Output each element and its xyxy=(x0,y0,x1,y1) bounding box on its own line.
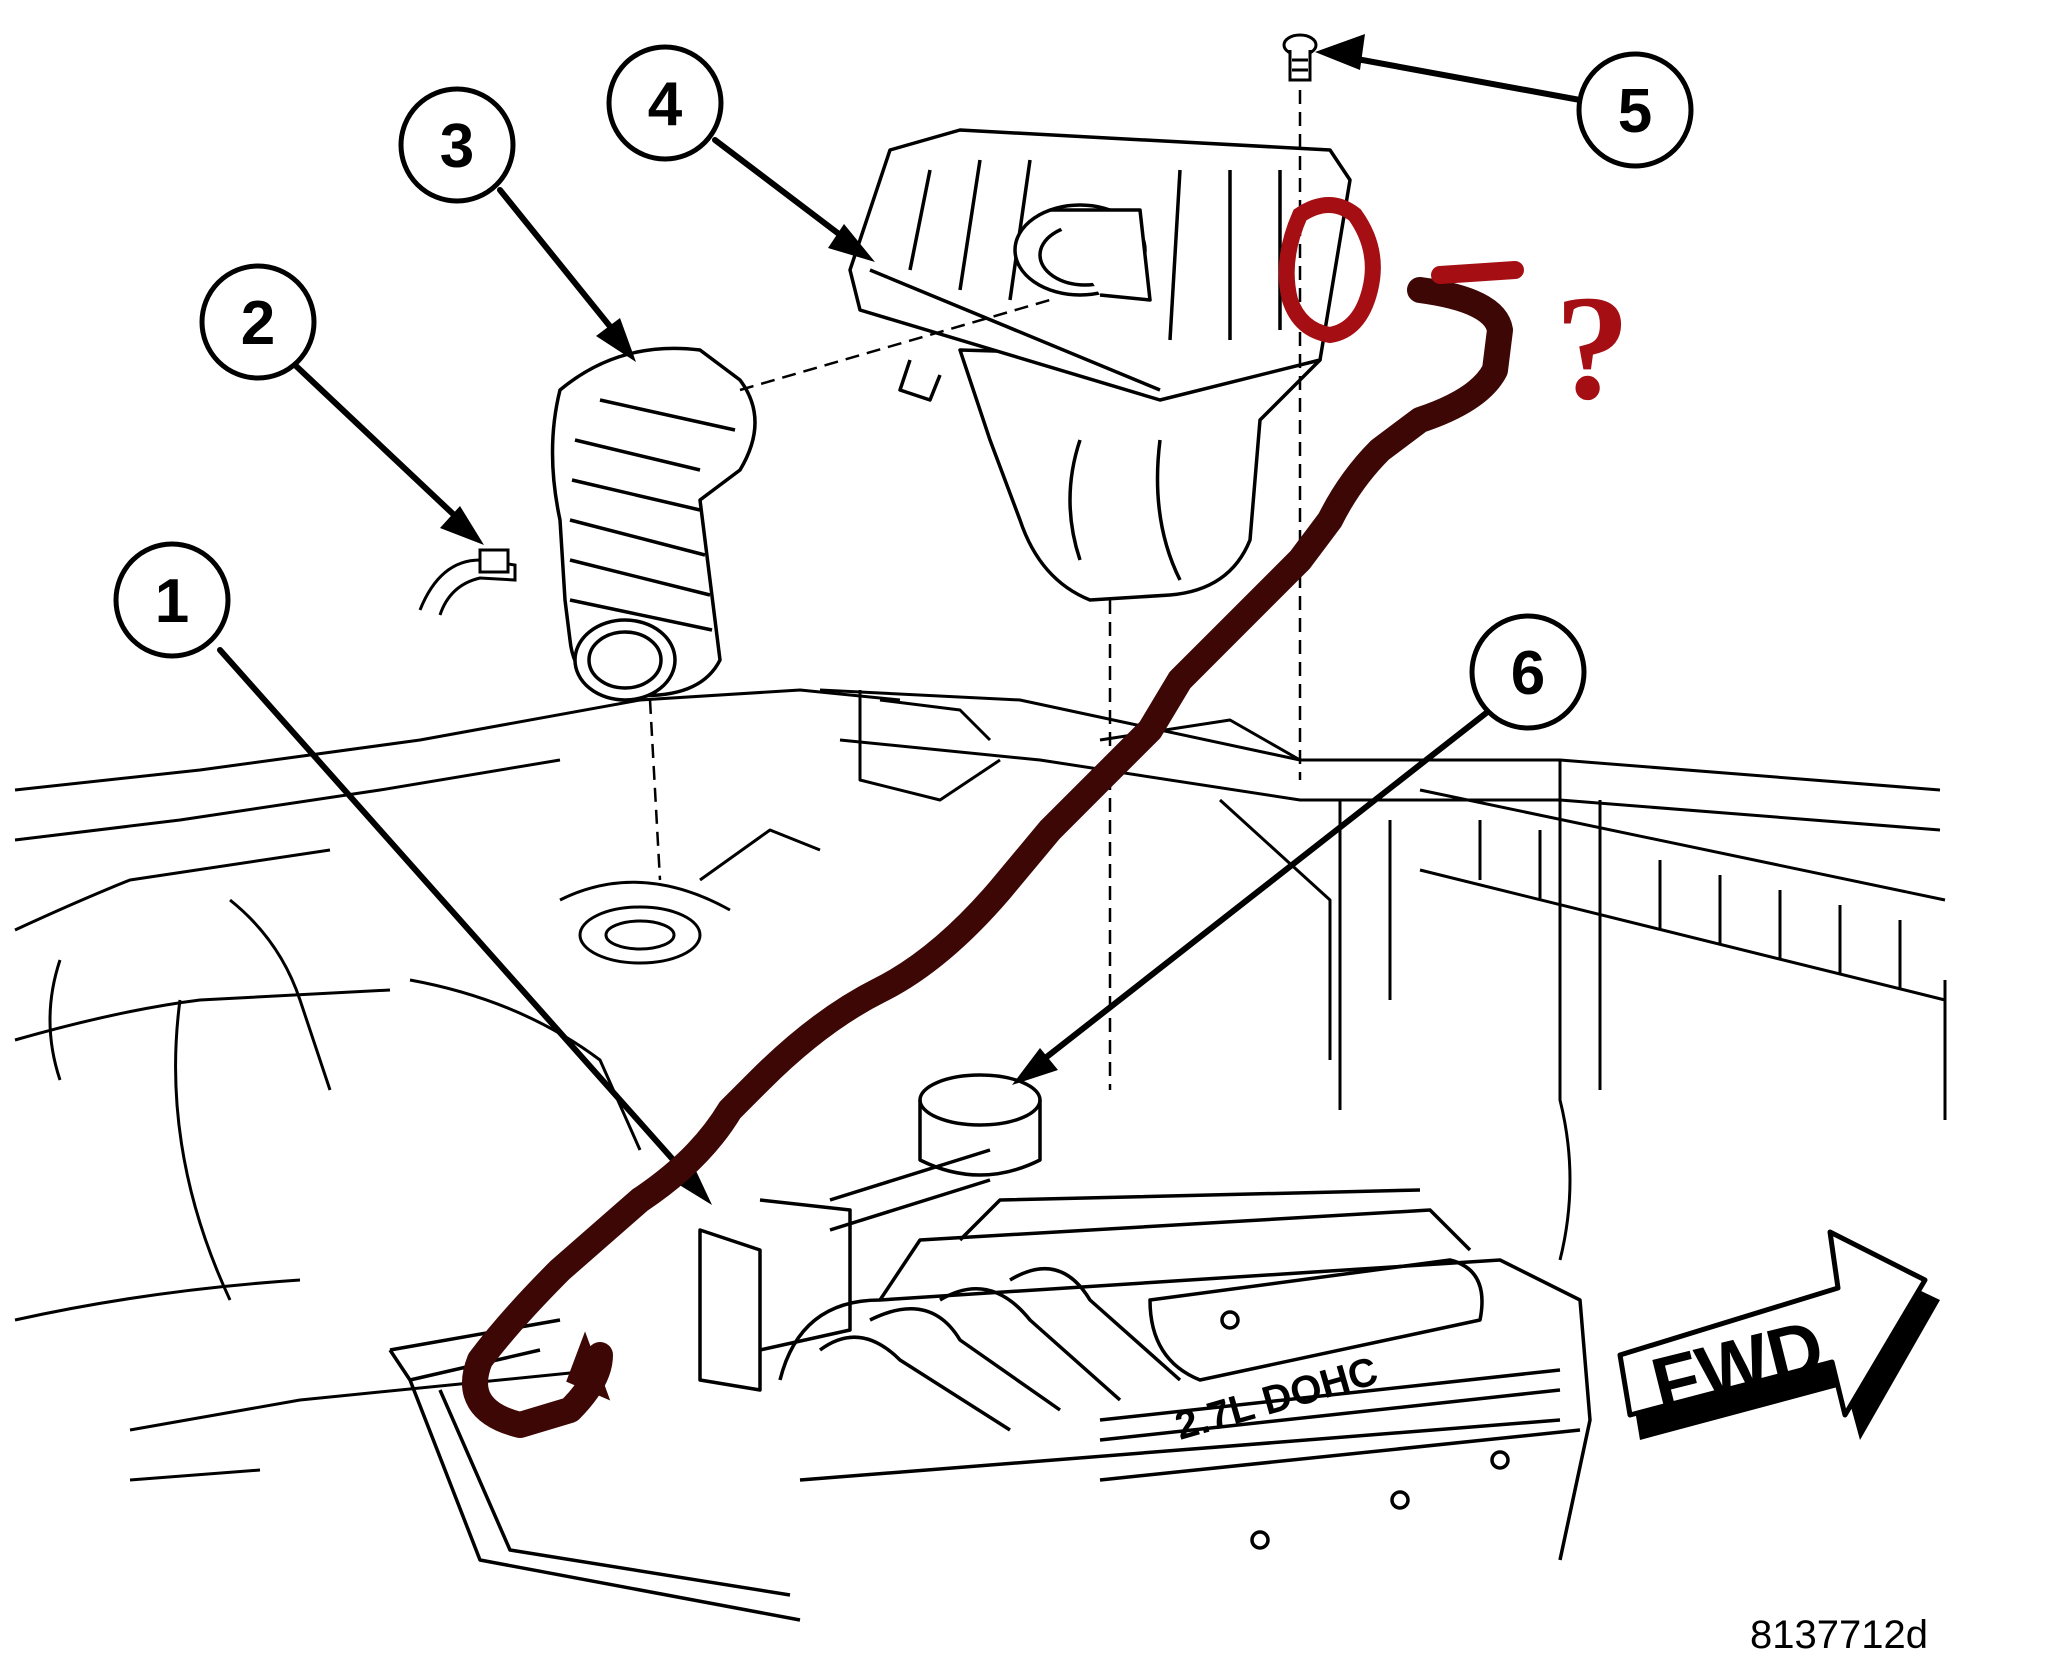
front-support-ribs xyxy=(1419,788,1947,1120)
leader-1 xyxy=(217,647,703,1193)
drawn-circle-mark xyxy=(1278,197,1381,344)
arrowhead-2 xyxy=(440,506,484,545)
leader-3 xyxy=(497,187,628,348)
arrowhead-6 xyxy=(1012,1048,1058,1085)
callout-label-3: 3 xyxy=(440,112,474,181)
hose-clamp xyxy=(418,548,517,616)
callout-label-4: 4 xyxy=(648,70,683,139)
leader-6 xyxy=(1027,707,1493,1073)
drawn-dash-mark xyxy=(1431,261,1524,284)
engine-intake-manifold xyxy=(388,1073,1592,1622)
callout-circle-1 xyxy=(113,541,231,659)
leader-2 xyxy=(292,362,473,533)
fwd-label: FWD xyxy=(1644,1304,1832,1428)
callout-circle-5 xyxy=(1576,51,1694,169)
callout-leaders xyxy=(217,52,1583,1193)
callout-label-6: 6 xyxy=(1511,639,1545,708)
air-cleaner-housing xyxy=(848,128,1352,602)
callout-circle-2 xyxy=(199,263,317,381)
bolt-icon xyxy=(1282,33,1318,82)
callout-label-2: 2 xyxy=(241,289,275,358)
arrowhead-4 xyxy=(828,224,875,262)
figure-number: 8137712d xyxy=(1750,1613,1928,1657)
callout-labels: 1 2 3 4 5 6 xyxy=(155,70,1652,708)
fwd-arrow-icon xyxy=(1617,1229,1940,1440)
engine-bay-lineart xyxy=(14,688,1947,1482)
drawn-question-mark: ? xyxy=(1555,265,1630,431)
callout-circle-6 xyxy=(1469,613,1587,731)
leader-4 xyxy=(712,137,863,253)
callout-circle-3 xyxy=(398,86,516,204)
drawn-hose-route xyxy=(462,277,1513,1438)
callout-label-1: 1 xyxy=(155,567,189,636)
arrowhead-5 xyxy=(1315,34,1365,70)
arrowhead-3 xyxy=(596,318,636,362)
leader-5 xyxy=(1332,52,1583,103)
callout-circle-4 xyxy=(606,44,724,162)
callout-label-5: 5 xyxy=(1618,77,1652,146)
callout-circles xyxy=(113,44,1694,731)
drawn-arrow-tip xyxy=(566,1331,611,1401)
inlet-duct xyxy=(550,346,757,702)
